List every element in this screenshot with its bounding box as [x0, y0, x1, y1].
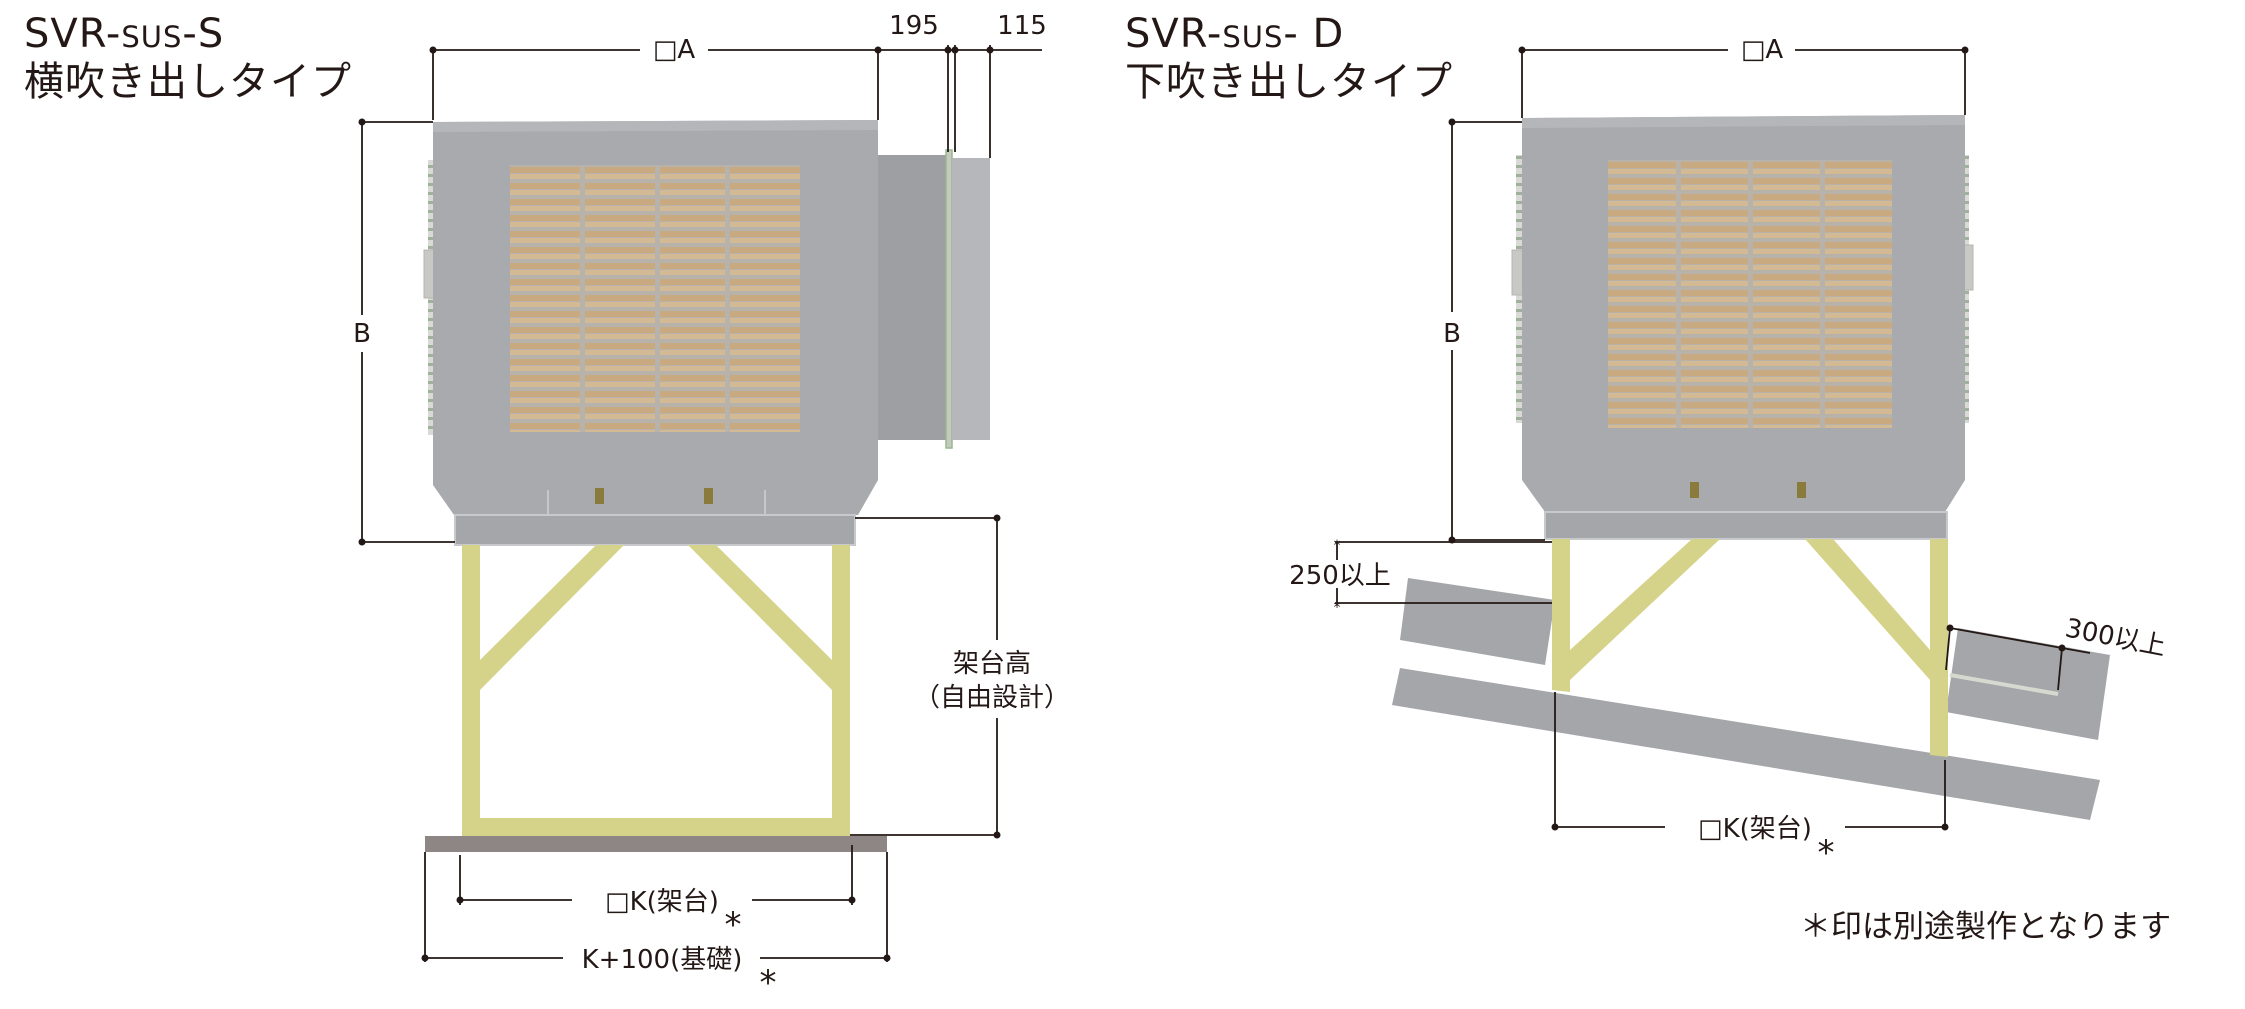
right-drain-valve-2 — [1797, 482, 1806, 498]
left-model-mid: SUS — [121, 20, 183, 54]
right-louver-div-3 — [1820, 160, 1825, 428]
dot-10 — [456, 896, 464, 904]
right-stand — [1552, 539, 1948, 757]
left-foundation — [425, 836, 887, 852]
right-model-name: SVR-SUS- D — [1125, 10, 1344, 61]
dot-16 — [1448, 118, 1456, 126]
right-model-mid: SUS — [1222, 20, 1284, 54]
dimension-lines — [360, 45, 2091, 962]
left-stand-brace-r — [688, 545, 832, 690]
right-unit — [1511, 115, 1974, 540]
left-louver-div-1 — [580, 165, 585, 432]
dot-17 — [1448, 536, 1456, 544]
dim-label-115: 115 — [997, 11, 1047, 41]
left-type-name: 横吹き出しタイプ — [24, 59, 352, 105]
dim-label-a-right: □A — [1741, 35, 1784, 65]
left-model-name: SVR-SUS-S — [24, 10, 224, 61]
left-drain-valve-2 — [704, 488, 713, 504]
left-stand-post-r — [832, 545, 850, 835]
dot-6 — [358, 118, 366, 126]
left-louver-div-3 — [725, 165, 730, 432]
left-model-prefix: SVR- — [24, 11, 122, 57]
right-stand-post-l — [1552, 539, 1570, 692]
right-roof-highlight — [1949, 673, 2059, 696]
left-unit — [423, 120, 990, 546]
left-stand — [462, 545, 850, 836]
left-side-duct — [878, 155, 948, 440]
right-roof-upper-left — [1400, 578, 1555, 665]
right-model-suffix: - D — [1283, 11, 1345, 57]
dim-label-250: 250以上 — [1289, 561, 1391, 591]
left-stand-post-l — [462, 545, 480, 835]
left-unit-top-edge — [433, 120, 878, 132]
dim-label-b-left: B — [353, 319, 371, 349]
dim-label-k100: K+100(基礎) — [582, 945, 743, 975]
dot-8 — [993, 514, 1001, 522]
right-louver-div-2 — [1748, 160, 1753, 428]
left-stand-bottom-rail — [462, 818, 850, 836]
right-model-prefix: SVR- — [1125, 11, 1223, 57]
dimension-dots — [358, 46, 2066, 962]
right-roof-lower — [1392, 668, 2100, 820]
dim-label-k-left: □K(架台) — [605, 887, 719, 917]
asterisk-k-left: * — [725, 905, 742, 945]
right-unit-top-edge — [1522, 115, 1965, 128]
right-drain-valve-1 — [1690, 482, 1699, 498]
dot-4 — [951, 46, 959, 54]
dot-21 — [1941, 823, 1949, 831]
dim-label-free-design: （自由設計） — [914, 683, 1070, 713]
dot-11 — [848, 896, 856, 904]
dot-13 — [883, 954, 891, 962]
left-stand-brace-l — [480, 545, 624, 690]
footnote: ＊印は別途製作となります — [1800, 909, 2171, 945]
dim-label-k-right: □K(架台) — [1698, 814, 1812, 844]
asterisk-k-right: * — [1818, 833, 1835, 873]
right-louver-div-1 — [1676, 160, 1681, 428]
r-dim-300-line — [1949, 627, 2063, 649]
dot-5 — [986, 46, 994, 54]
dim-label-stand-height: 架台高 — [953, 649, 1031, 679]
r-dim-300-tail — [2061, 647, 2091, 654]
dot-20 — [1551, 823, 1559, 831]
left-unit-base — [454, 514, 856, 546]
right-stand-brace-r — [1805, 539, 1930, 680]
right-stand-post-r — [1930, 539, 1948, 757]
asterisk-k100: * — [760, 963, 777, 1003]
dot-9 — [993, 831, 1001, 839]
dot-7 — [358, 538, 366, 546]
dot-15 — [1961, 46, 1969, 54]
dot-2 — [874, 46, 882, 54]
right-roof-upper-right — [1946, 628, 2110, 740]
left-duct-flange — [945, 149, 953, 449]
dot-18 — [1946, 624, 1954, 632]
dot-3 — [944, 46, 952, 54]
dot-19 — [2058, 644, 2066, 652]
r-dim-ext-300-1 — [1945, 627, 1951, 671]
dim-label-195: 195 — [889, 11, 939, 41]
right-stand-brace-l — [1570, 539, 1720, 680]
dim-label-a-left: □A — [653, 35, 696, 65]
dot-12 — [421, 954, 429, 962]
left-model-suffix: -S — [182, 11, 225, 57]
tick-250-top: * — [1334, 538, 1341, 554]
left-louver-div-2 — [655, 165, 660, 432]
dot-1 — [429, 46, 437, 54]
right-type-name: 下吹き出しタイプ — [1125, 59, 1453, 105]
left-duct-outlet — [952, 158, 990, 440]
dot-14 — [1518, 46, 1526, 54]
dim-label-b-right: B — [1443, 319, 1461, 349]
r-dim-ext-300-2 — [2057, 647, 2063, 691]
tick-250-bottom: * — [1334, 600, 1341, 616]
right-unit-base — [1544, 511, 1948, 540]
right-roof — [1392, 578, 2110, 820]
left-drain-valve-1 — [595, 488, 604, 504]
